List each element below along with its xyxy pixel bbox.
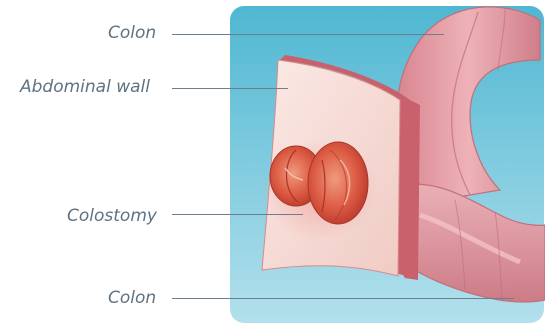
label-abdominal-wall: Abdominal wall bbox=[20, 77, 150, 97]
leader-colon-bottom bbox=[172, 298, 514, 299]
label-colostomy: Colostomy bbox=[67, 206, 157, 226]
label-colon-top: Colon bbox=[108, 23, 156, 43]
leader-abdominal-wall bbox=[172, 88, 288, 89]
stoma-right bbox=[308, 142, 368, 224]
leader-colon-top bbox=[172, 34, 444, 35]
label-colon-bottom: Colon bbox=[108, 288, 156, 308]
leader-colostomy bbox=[172, 214, 303, 215]
